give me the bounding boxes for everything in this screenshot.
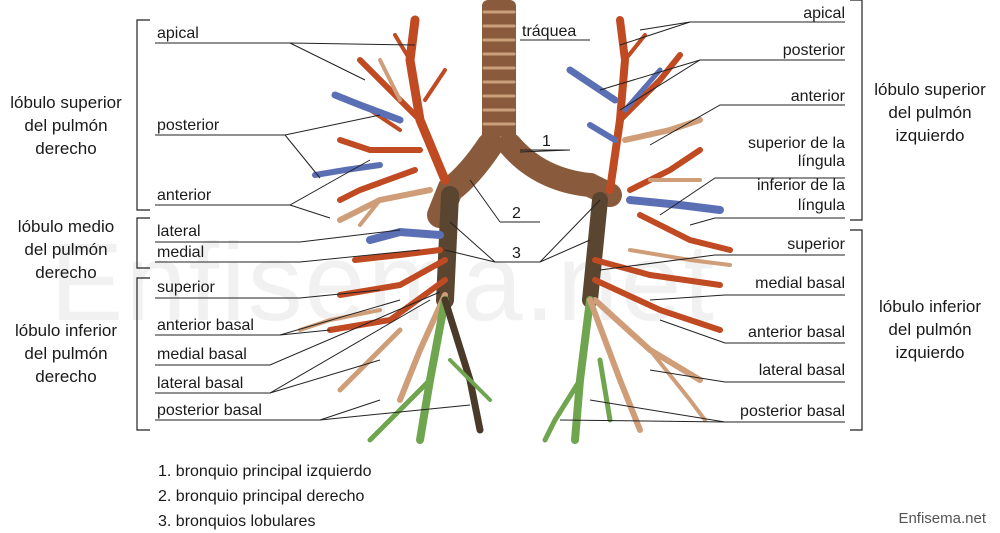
- right-middle-branches: [352, 227, 444, 263]
- label-left-upper-lobe-2: del pulmón: [888, 103, 971, 122]
- right-intermediate-bronchus: [436, 186, 459, 309]
- label-left-lower-lobe-2: del pulmón: [888, 320, 971, 339]
- label-r-posterior-basal: posterior basal: [157, 402, 262, 419]
- label-left-lower-lobe-1: lóbulo inferior: [879, 297, 981, 316]
- label-right-upper-lobe-3: derecho: [35, 139, 96, 158]
- label-l-inf-lingula-2: língula: [798, 197, 845, 214]
- label-l-medial-basal: medial basal: [755, 275, 845, 292]
- label-r-posterior: posterior: [157, 117, 220, 134]
- left-lower-bronchus: [582, 192, 608, 308]
- left-lung-lobe-labels: lóbulo superior del pulmón izquierdo lób…: [874, 80, 986, 362]
- label-l-anterior-basal: anterior basal: [748, 324, 845, 341]
- label-n2: 2: [512, 205, 521, 222]
- label-l-sup-lingula-2: língula: [798, 153, 845, 170]
- label-right-lower-lobe-3: derecho: [35, 367, 96, 386]
- label-r-apical: apical: [157, 25, 199, 42]
- legend-item-3: 3. bronquios lobulares: [158, 513, 316, 530]
- label-l-anterior: anterior: [791, 88, 846, 105]
- label-right-middle-lobe-2: del pulmón: [24, 240, 107, 259]
- label-l-posterior: posterior: [783, 42, 846, 59]
- label-left-upper-lobe-3: izquierdo: [896, 126, 965, 145]
- trachea-shape: [482, 0, 516, 150]
- leader-lines: [155, 21, 845, 423]
- bracket-left-upper-lobe: [850, 0, 863, 221]
- bracket-left-lower-lobe: [850, 229, 863, 431]
- label-l-superior: superior: [787, 236, 845, 253]
- bracket-right-lower-lobe: [136, 277, 150, 431]
- right-segment-labels: apical posterior anterior lateral medial…: [157, 25, 262, 419]
- label-n1: 1: [542, 133, 551, 150]
- label-left-lower-lobe-3: izquierdo: [896, 343, 965, 362]
- bracket-right-middle-lobe: [136, 217, 150, 269]
- label-right-middle-lobe-3: derecho: [35, 263, 96, 282]
- label-r-medial-basal: medial basal: [157, 346, 247, 363]
- center-labels: tráquea 1 2 3: [512, 23, 576, 262]
- label-l-lateral-basal: lateral basal: [759, 362, 845, 379]
- label-right-middle-lobe-1: lóbulo medio: [18, 217, 114, 236]
- left-main-bronchus: [498, 133, 622, 207]
- label-right-upper-lobe-1: lóbulo superior: [10, 93, 122, 112]
- label-trachea: tráquea: [522, 23, 576, 40]
- bracket-right-upper-lobe: [136, 19, 150, 211]
- bronchial-tree: [298, 0, 733, 444]
- label-right-upper-lobe-2: del pulmón: [24, 116, 107, 135]
- legend-item-1: 1. bronquio principal izquierdo: [158, 463, 372, 480]
- left-segment-labels: apical posterior anterior superior de la…: [740, 5, 846, 420]
- label-n3: 3: [512, 245, 521, 262]
- legend-item-2: 2. bronquio principal derecho: [158, 488, 365, 505]
- right-anterior-branches: [337, 58, 433, 227]
- label-right-lower-lobe-2: del pulmón: [24, 344, 107, 363]
- label-right-lower-lobe-1: lóbulo inferior: [15, 321, 117, 340]
- label-r-lateral: lateral: [157, 223, 201, 240]
- label-r-lateral-basal: lateral basal: [157, 375, 243, 392]
- right-lung-lobe-labels: lóbulo superior del pulmón derecho lóbul…: [10, 93, 122, 386]
- label-r-anterior-basal: anterior basal: [157, 317, 254, 334]
- label-left-upper-lobe-1: lóbulo superior: [874, 80, 986, 99]
- right-upper-branches: [337, 15, 450, 203]
- credit-text: Enfisema.net: [898, 510, 986, 527]
- label-l-inf-lingula-1: inferior de la: [757, 177, 845, 194]
- label-l-posterior-basal: posterior basal: [740, 403, 845, 420]
- right-posterior-branches: [312, 91, 404, 178]
- label-r-anterior: anterior: [157, 187, 212, 204]
- label-l-apical: apical: [803, 5, 845, 22]
- label-r-medial: medial: [157, 244, 204, 261]
- brackets: [136, 0, 863, 431]
- label-l-sup-lingula-1: superior de la: [748, 135, 845, 152]
- label-r-superior: superior: [157, 279, 215, 296]
